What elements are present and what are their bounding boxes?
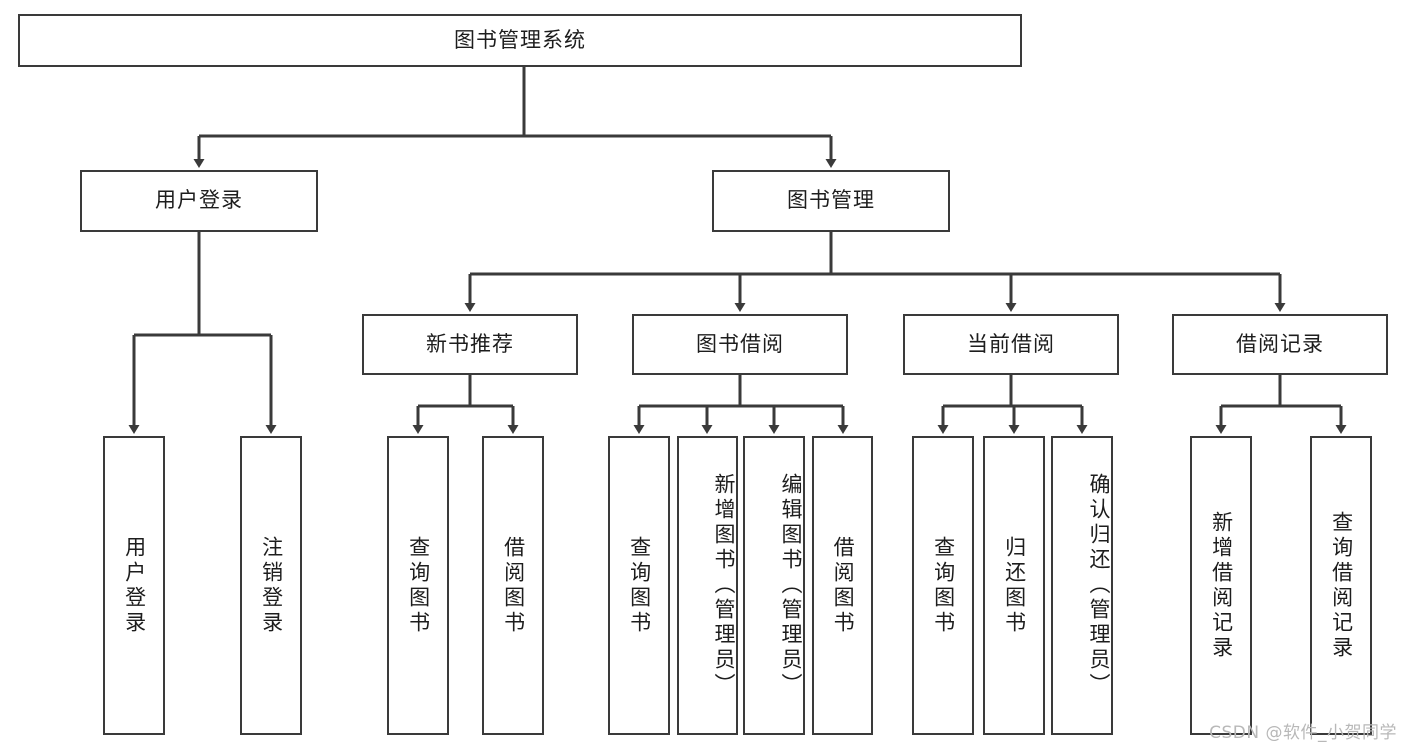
node-root-system[interactable]: 图书管理系统 bbox=[18, 14, 1022, 67]
node-book-borrow[interactable]: 图书借阅 bbox=[632, 314, 848, 375]
node-new-book-recommend[interactable]: 新书推荐 bbox=[362, 314, 578, 375]
leaf-query-book-bb[interactable]: 查询图书 bbox=[608, 436, 670, 735]
node-current-borrow[interactable]: 当前借阅 bbox=[903, 314, 1119, 375]
leaf-user-login[interactable]: 用户登录 bbox=[103, 436, 165, 735]
leaf-add-book-admin[interactable]: 新增图书（管理员） bbox=[677, 436, 738, 735]
node-book-management[interactable]: 图书管理 bbox=[712, 170, 950, 232]
leaf-borrow-book-bb[interactable]: 借阅图书 bbox=[812, 436, 873, 735]
leaf-query-book-nbr[interactable]: 查询图书 bbox=[387, 436, 449, 735]
leaf-edit-book-admin[interactable]: 编辑图书（管理员） bbox=[743, 436, 805, 735]
leaf-query-borrow-record[interactable]: 查询借阅记录 bbox=[1310, 436, 1372, 735]
leaf-borrow-book-nbr[interactable]: 借阅图书 bbox=[482, 436, 544, 735]
leaf-confirm-return-admin[interactable]: 确认归还（管理员） bbox=[1051, 436, 1113, 735]
leaf-add-borrow-record[interactable]: 新增借阅记录 bbox=[1190, 436, 1252, 735]
node-borrow-record[interactable]: 借阅记录 bbox=[1172, 314, 1388, 375]
leaf-logout[interactable]: 注销登录 bbox=[240, 436, 302, 735]
leaf-return-book[interactable]: 归还图书 bbox=[983, 436, 1045, 735]
node-user-login[interactable]: 用户登录 bbox=[80, 170, 318, 232]
leaf-query-book-cb[interactable]: 查询图书 bbox=[912, 436, 974, 735]
